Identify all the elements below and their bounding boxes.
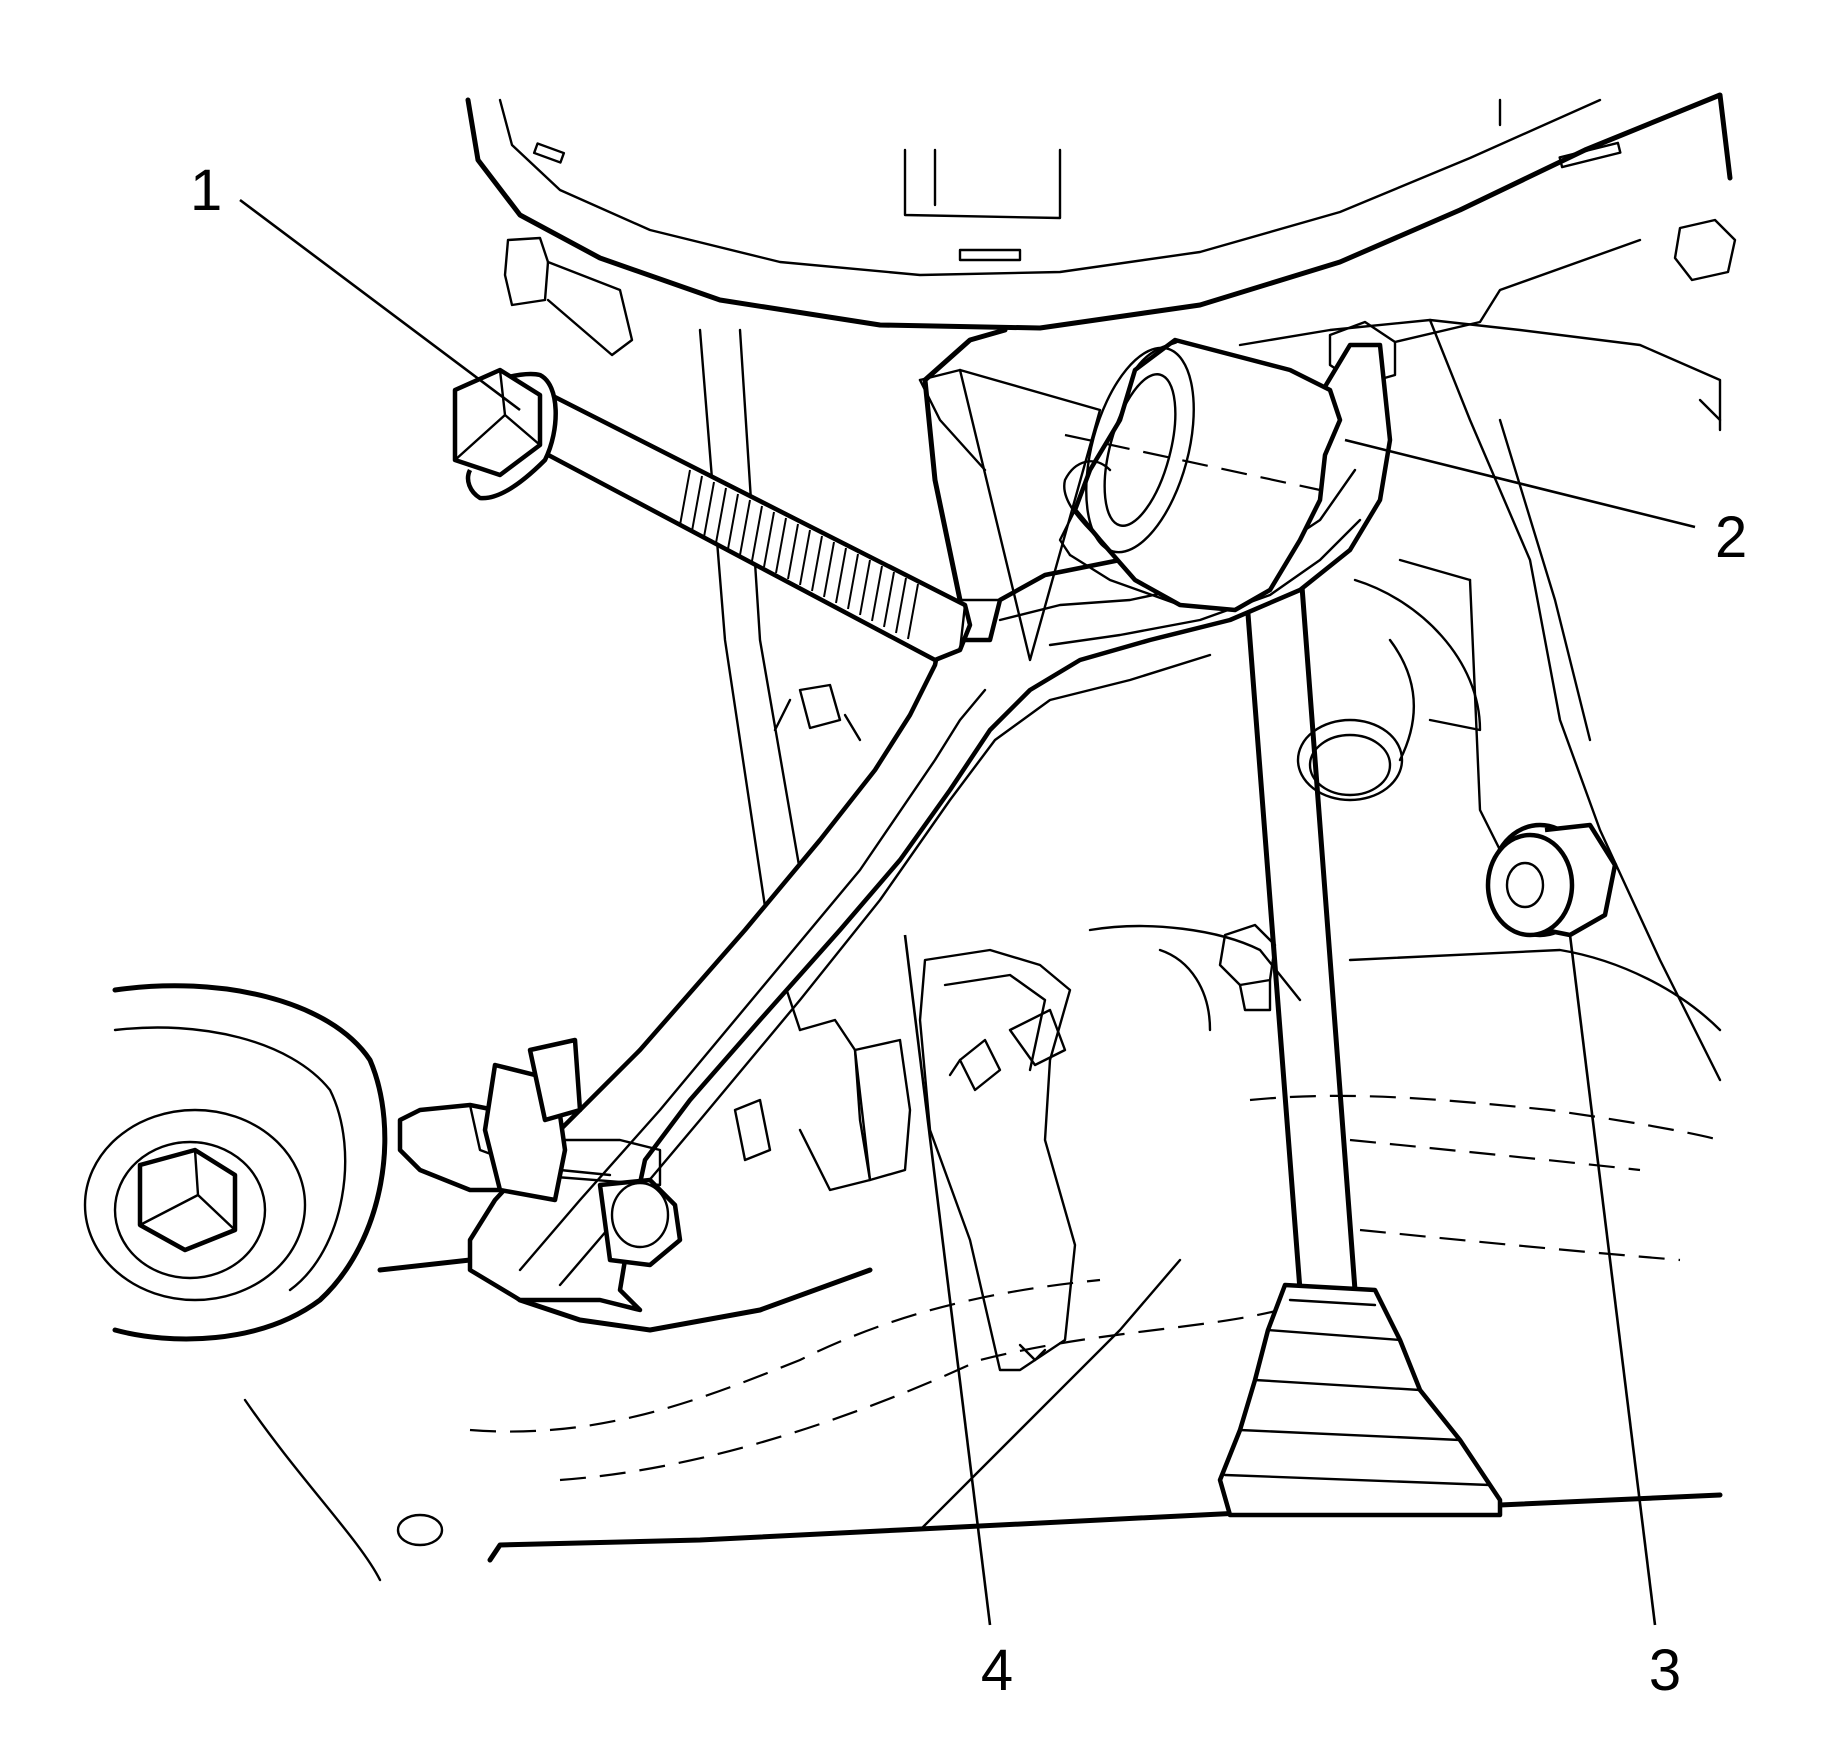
callout-2: 2 [1715,505,1747,570]
lower-pivot-bolt [397,1037,683,1268]
wedge-tool [918,368,1102,662]
bushing-centerline [1064,433,1321,492]
link-clip [773,683,862,742]
lower-mount-block [733,1018,912,1192]
leader-2 [1344,438,1696,529]
left-pulley [83,983,388,1342]
callout-4: 4 [981,1638,1013,1703]
flange-nut [1398,558,1618,938]
top-right-bolts [1328,218,1737,387]
callout-labels: 1 2 3 4 [190,158,1747,1703]
long-bolt [452,367,973,663]
mid-nut [1158,923,1277,1032]
lower-subframe [243,924,1723,1582]
leader-4 [903,934,992,1626]
callout-3: 3 [1649,1638,1681,1703]
arm-bushing [1058,337,1343,613]
leader-3 [1568,934,1657,1626]
leader-1 [239,198,521,412]
drive-shaft [1217,557,1503,1518]
upper-body-housing [465,92,1733,331]
knuckle-hub [1296,578,1482,802]
bracket-plate [918,948,1077,1372]
top-left-bolt [503,236,634,357]
callout-leaders [239,198,1696,1626]
callout-1: 1 [190,158,222,223]
